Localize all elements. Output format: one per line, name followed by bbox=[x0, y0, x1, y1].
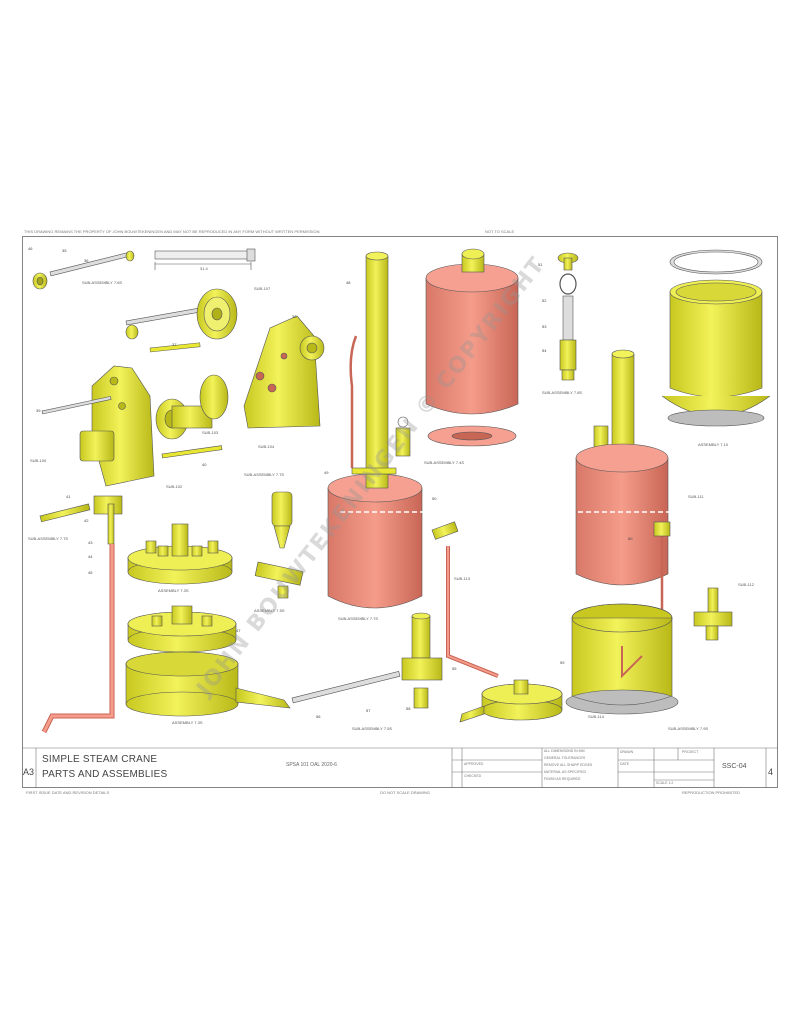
pipe-fitting bbox=[39, 495, 123, 734]
label-gauge-assembly: ASSEMBLY 7.5S bbox=[254, 608, 285, 613]
title-line-2: PARTS AND ASSEMBLIES bbox=[42, 769, 168, 780]
item-number: 38 bbox=[292, 314, 297, 319]
footer-center: DO NOT SCALE DRAWING bbox=[380, 790, 431, 795]
item-number: 53 bbox=[542, 324, 547, 329]
sheet-number: 4 bbox=[768, 767, 774, 777]
right-valve bbox=[693, 587, 733, 641]
item-number: 50 bbox=[432, 496, 437, 501]
item-number: 48 bbox=[346, 280, 351, 285]
item-number: 47 bbox=[236, 628, 241, 633]
item-number: 46 bbox=[28, 246, 33, 251]
label-safety-valve: SUB-ASSEMBLY 7.8S bbox=[542, 390, 583, 395]
sheet-size: A3 bbox=[23, 767, 35, 777]
drawn-label: DRAWN bbox=[620, 750, 634, 754]
safety-valve bbox=[557, 252, 579, 381]
approved-label: APPROVED bbox=[464, 762, 484, 766]
label-lid-assembly: SUB-ASSEMBLY 7.4S bbox=[424, 460, 465, 465]
right-firebox bbox=[565, 603, 679, 715]
item-number: 52 bbox=[542, 298, 547, 303]
item-number: 49 bbox=[324, 470, 329, 475]
fuel-tank-assembly bbox=[125, 605, 291, 717]
axle-assembly bbox=[32, 250, 135, 290]
label-valve-sub: SUB-112 bbox=[738, 582, 754, 587]
item-number: 45 bbox=[88, 570, 93, 575]
label-sub-104: SUB-104 bbox=[258, 444, 275, 449]
right-boiler bbox=[575, 349, 671, 683]
item-number: 42 bbox=[84, 518, 89, 523]
frame-right bbox=[243, 315, 325, 429]
item-number: 54 bbox=[542, 348, 547, 353]
burner-assembly bbox=[127, 523, 233, 585]
item-number: 37 bbox=[172, 342, 177, 347]
drawing-canvas bbox=[22, 236, 778, 788]
item-number: 40 bbox=[202, 462, 207, 467]
item-number: 35 bbox=[62, 248, 67, 253]
label-tube-assembly: SUB-ASSEMBLY 7.5S bbox=[352, 726, 393, 731]
info-line-4: MATERIAL AS SPECIFIED bbox=[544, 770, 587, 774]
label-base-assembly: SUB-ASSEMBLY 7.9S bbox=[668, 726, 709, 731]
dimensioned-rod bbox=[154, 248, 256, 270]
frame-left bbox=[41, 365, 229, 487]
label-pipe-sub: SUB-113 bbox=[454, 576, 470, 581]
label-sub-103: SUB-103 bbox=[202, 430, 219, 435]
date-label: DATE bbox=[620, 762, 630, 766]
item-number: 56 bbox=[316, 714, 321, 719]
bottom-valve bbox=[291, 612, 443, 709]
label-boiler-assembly: SUB-ASSEMBLY 7.7S bbox=[338, 616, 379, 621]
item-number: 51 bbox=[538, 262, 543, 267]
flywheel-assembly bbox=[125, 288, 238, 340]
label-sub-assy-7: SUB-ASSEMBLY 7.7S bbox=[244, 472, 285, 477]
info-line-1: ALL DIMENSIONS IN MM bbox=[544, 749, 585, 753]
item-number: 57 bbox=[366, 708, 371, 713]
item-number: 60 bbox=[628, 536, 633, 541]
shroud-assembly bbox=[661, 249, 771, 427]
copper-lid bbox=[425, 248, 519, 447]
label-sub-100: SUB-100 bbox=[30, 458, 47, 463]
header-note: THIS DRAWING REMAINS THE PROPERTY OF JOH… bbox=[24, 229, 320, 234]
item-number: 58 bbox=[406, 706, 411, 711]
checked-label: CHECKED bbox=[464, 774, 482, 778]
label-top-left-assembly: SUB-ASSEMBLY 7.6S bbox=[82, 280, 123, 285]
item-number: 44 bbox=[88, 554, 93, 559]
item-number: 41 bbox=[66, 494, 71, 499]
scale-label: SCALE 1:2 bbox=[656, 781, 674, 785]
chimney-boiler bbox=[327, 251, 423, 609]
item-number: 39 bbox=[36, 408, 41, 413]
label-shroud-assembly: ASSEMBLY 7.10 bbox=[698, 442, 729, 447]
label-dim-rod: 31.4 bbox=[200, 266, 208, 271]
project-label: PROJECT bbox=[682, 750, 699, 754]
title-block-frame bbox=[22, 747, 778, 788]
info-line-5: FINISH AS REQUIRED bbox=[544, 777, 581, 781]
label-burner-top: ASSEMBLY 7.3S bbox=[158, 588, 189, 593]
header-scale: NOT TO SCALE bbox=[485, 229, 515, 234]
small-valve bbox=[254, 491, 304, 599]
footer-right: REPRODUCTION PROHIBITED bbox=[682, 790, 741, 795]
label-boiler-2: SUB-111 bbox=[688, 494, 704, 499]
info-line-3: REMOVE ALL SHARP EDGES bbox=[544, 763, 593, 767]
item-number: 59 bbox=[560, 660, 565, 665]
item-number: 36 bbox=[84, 258, 89, 263]
footer-left: FIRST ISSUE DATE AND REVISION DETAILS bbox=[26, 790, 110, 795]
title-line-1: SIMPLE STEAM CRANE bbox=[42, 754, 158, 765]
label-sub-102: SUB-102 bbox=[166, 484, 183, 489]
sheet-border bbox=[22, 236, 778, 788]
info-line-2: GENERAL TOLERANCES bbox=[544, 756, 586, 760]
item-number: 55 bbox=[452, 666, 457, 671]
item-number: 43 bbox=[88, 540, 93, 545]
drawing-reference: SPSA 101 OAL 2020-6 bbox=[286, 762, 337, 768]
drawing-number: SSC-04 bbox=[722, 763, 747, 770]
drawing-sheet: A3 SIMPLE STEAM CRANE PARTS AND ASSEMBLI… bbox=[22, 236, 778, 788]
firebox-lid bbox=[459, 679, 563, 723]
label-flywheel: SUB-107 bbox=[254, 286, 271, 291]
label-chimney-base: SUB-114 bbox=[588, 714, 604, 719]
steam-pipe bbox=[431, 521, 499, 678]
label-firebox-assembly: ASSEMBLY 7.3S bbox=[172, 720, 203, 725]
label-fitting-assembly: SUB-ASSEMBLY 7.7S bbox=[28, 536, 69, 541]
